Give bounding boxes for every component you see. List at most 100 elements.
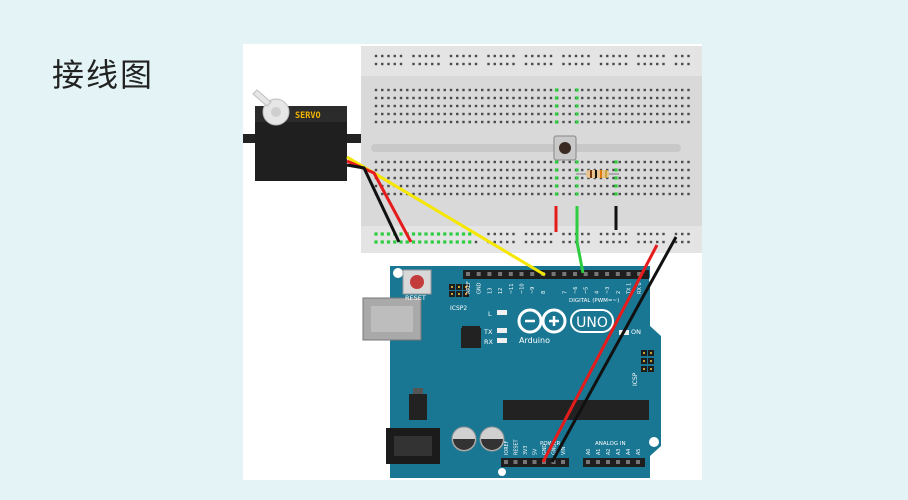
- breadboard-hole: [506, 168, 509, 172]
- breadboard-hole: [606, 192, 609, 196]
- breadboard-hole: [643, 88, 646, 92]
- breadboard-hole: [412, 192, 415, 196]
- icsp2-pin-contact: [458, 286, 460, 288]
- breadboard-hole: [674, 176, 678, 180]
- breadboard-hole: [537, 160, 540, 164]
- breadboard-hole: [493, 88, 496, 92]
- breadboard-hole: [631, 112, 634, 116]
- breadboard-hole: [424, 192, 428, 196]
- breadboard-hole: [387, 112, 390, 116]
- breadboard-hole: [412, 120, 415, 124]
- power-label: POWER: [540, 441, 561, 447]
- breadboard-hole: [549, 168, 553, 172]
- breadboard-hole-active: [430, 240, 434, 244]
- breadboard-hole: [618, 192, 621, 196]
- breadboard-hole: [468, 168, 471, 172]
- breadboard-hole: [537, 104, 540, 108]
- breadboard-center-channel: [371, 144, 681, 152]
- breadboard-hole: [681, 168, 684, 172]
- breadboard-hole-active: [554, 160, 559, 164]
- breadboard-hole: [581, 112, 584, 116]
- breadboard-hole: [431, 62, 434, 66]
- breadboard-hole: [581, 168, 584, 172]
- breadboard-hole: [393, 62, 396, 66]
- breadboard-hole: [424, 184, 428, 188]
- icsp2-pin-contact: [451, 293, 453, 295]
- servo-horn-arm: [252, 89, 272, 107]
- breadboard-hole: [524, 54, 528, 58]
- breadboard-hole: [674, 120, 678, 124]
- breadboard-hole: [493, 192, 496, 196]
- breadboard-hole: [606, 184, 609, 188]
- breadboard-hole: [512, 54, 515, 58]
- breadboard-hole: [662, 96, 665, 100]
- breadboard-hole: [468, 120, 471, 124]
- breadboard-hole: [374, 168, 378, 172]
- breadboard-hole: [387, 104, 390, 108]
- breadboard-hole: [499, 168, 503, 172]
- breadboard-hole: [562, 120, 565, 124]
- breadboard-hole: [512, 88, 515, 92]
- digital-pin-label: AREF: [466, 281, 472, 294]
- breadboard-hole: [481, 168, 484, 172]
- breadboard-hole: [481, 104, 484, 108]
- breadboard-hole: [662, 192, 665, 196]
- breadboard-hole: [581, 120, 584, 124]
- breadboard-hole: [543, 232, 546, 236]
- breadboard-hole: [443, 104, 446, 108]
- breadboard-hole: [649, 62, 653, 66]
- breadboard-hole-active: [575, 168, 579, 172]
- breadboard-hole: [506, 232, 509, 236]
- breadboard-hole: [499, 112, 503, 116]
- icsp-pin-contact: [650, 368, 652, 370]
- breadboard-hole: [624, 104, 628, 108]
- breadboard-hole: [468, 54, 471, 58]
- breadboard-hole: [656, 192, 659, 196]
- breadboard-hole: [524, 104, 528, 108]
- breadboard-hole: [474, 112, 478, 116]
- breadboard-hole: [456, 62, 459, 66]
- breadboard-hole: [462, 120, 465, 124]
- breadboard-hole: [606, 160, 609, 164]
- usb-connector-inner: [371, 306, 413, 332]
- mounting-hole: [649, 437, 659, 447]
- breadboard-hole: [487, 192, 490, 196]
- breadboard-hole: [399, 192, 403, 196]
- breadboard-hole: [474, 160, 478, 164]
- breadboard-hole: [524, 96, 528, 100]
- breadboard-hole: [412, 176, 415, 180]
- breadboard-hole: [656, 104, 659, 108]
- breadboard-hole: [437, 62, 440, 66]
- breadboard-hole: [681, 62, 684, 66]
- breadboard-hole: [512, 176, 515, 180]
- power-pin-label: IOREF: [504, 440, 510, 455]
- breadboard-hole: [624, 96, 628, 100]
- breadboard-hole: [687, 240, 690, 244]
- breadboard-hole: [637, 184, 640, 188]
- breadboard-hole: [512, 160, 515, 164]
- breadboard-hole: [618, 62, 621, 66]
- breadboard-hole: [381, 54, 384, 58]
- breadboard-hole: [437, 120, 440, 124]
- breadboard-hole: [456, 192, 459, 196]
- breadboard-hole: [506, 62, 509, 66]
- breadboard-hole: [506, 120, 509, 124]
- breadboard-hole-active: [386, 232, 391, 236]
- power-pin: [523, 460, 527, 464]
- breadboard-hole: [468, 104, 471, 108]
- digital-pin-label: GND: [477, 282, 483, 294]
- breadboard-hole: [587, 168, 590, 172]
- mounting-hole: [498, 468, 506, 476]
- breadboard-hole: [599, 112, 603, 116]
- breadboard-hole: [587, 184, 590, 188]
- breadboard-hole: [681, 54, 684, 58]
- breadboard-hole: [406, 176, 409, 180]
- breadboard-hole: [537, 184, 540, 188]
- breadboard-hole: [662, 232, 665, 236]
- breadboard-hole: [612, 120, 615, 124]
- breadboard-hole: [581, 176, 584, 180]
- breadboard-hole: [424, 54, 428, 58]
- analog-label: ANALOG IN: [595, 441, 626, 447]
- breadboard-hole: [531, 54, 534, 58]
